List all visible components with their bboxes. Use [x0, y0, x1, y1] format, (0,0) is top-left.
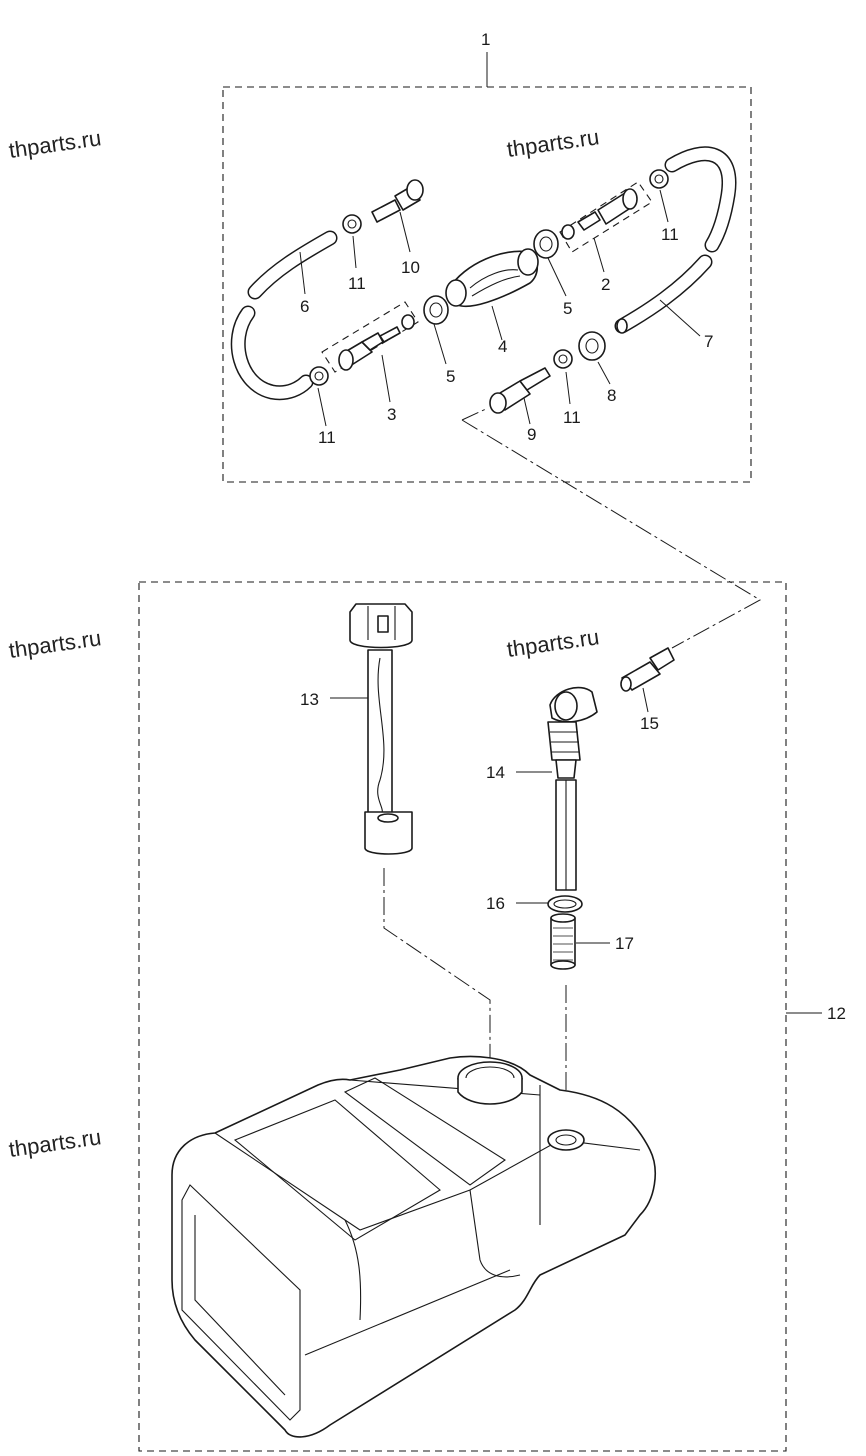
- part-5-hose-clamp: [423, 295, 449, 325]
- part-17-filter: [550, 913, 576, 970]
- part-4-primer-bulb: [445, 248, 539, 307]
- part-16-o-ring: [547, 895, 583, 913]
- callout-11: 11: [563, 408, 581, 427]
- part-5-hose-clamp: [533, 229, 559, 259]
- callout-5: 5: [446, 367, 455, 386]
- callout-17: 17: [615, 934, 634, 953]
- assembly-chain-line: [461, 407, 762, 649]
- watermark: thparts.ru: [505, 624, 601, 662]
- callout-4: 4: [498, 337, 507, 356]
- part-6-fuel-hose: [230, 230, 338, 401]
- part-8-ring: [578, 331, 606, 361]
- callout-14: 14: [486, 763, 505, 782]
- callout-1: 1: [481, 30, 490, 49]
- part-13-fuel-gauge: [349, 603, 413, 855]
- part-3-connector-assembly: [321, 301, 419, 373]
- part-15-fitting: [620, 647, 675, 692]
- callout-7: 7: [704, 332, 713, 351]
- assembly-box-fuel-tank: [138, 581, 787, 1452]
- callout-12: 12: [827, 1004, 846, 1023]
- callout-11: 11: [661, 225, 679, 244]
- watermark: thparts.ru: [7, 625, 103, 663]
- callout-11: 11: [348, 274, 366, 293]
- callout-3: 3: [387, 405, 396, 424]
- callout-13: 13: [300, 690, 319, 709]
- callout-8: 8: [607, 386, 616, 405]
- watermark: thparts.ru: [505, 124, 601, 162]
- part-2-connector-assembly: [559, 181, 653, 253]
- callout-15: 15: [640, 714, 659, 733]
- part-7-fuel-hose: [614, 254, 713, 334]
- callout-10: 10: [401, 258, 420, 277]
- callout-5: 5: [563, 299, 572, 318]
- part-11-ring: [342, 214, 362, 234]
- callout-2: 2: [601, 275, 610, 294]
- part-10-fuel-connector: [371, 179, 424, 223]
- part-14-fuel-pickup: [547, 686, 598, 891]
- assembly-chain-line: [383, 868, 491, 1070]
- part-9-fuel-connector: [489, 367, 551, 414]
- part-11-ring: [309, 366, 329, 386]
- part-11-ring: [553, 349, 573, 369]
- callout-9: 9: [527, 425, 536, 444]
- callout-11: 11: [318, 428, 336, 447]
- leader-lines: [299, 189, 701, 944]
- watermark: thparts.ru: [7, 125, 103, 163]
- part-12-fuel-tank: [171, 1055, 656, 1438]
- callout-6: 6: [300, 297, 309, 316]
- callout-16: 16: [486, 894, 505, 913]
- watermark: thparts.ru: [7, 1124, 103, 1162]
- part-11-ring: [649, 169, 669, 189]
- part-7-hose-upper: [664, 146, 737, 253]
